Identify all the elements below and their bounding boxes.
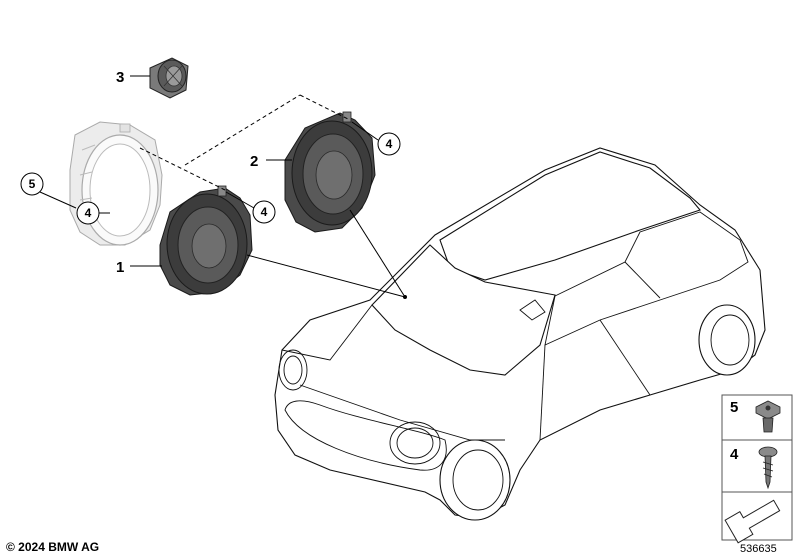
legend-number-4: 4 [730, 446, 739, 463]
arrow-icon [724, 499, 781, 544]
callout-part-2: 2 [250, 153, 258, 170]
car-outline-icon [274, 147, 766, 521]
speaker-icon [284, 111, 376, 233]
callout-part-4-middle: 4 [261, 205, 268, 219]
tweeter-icon [149, 57, 189, 99]
callout-part-1: 1 [116, 259, 124, 276]
speaker-ring-icon [69, 121, 163, 246]
fastener-legend: 5 4 [721, 394, 793, 544]
callout-part-4-upper: 4 [386, 137, 393, 151]
callout-part-3: 3 [116, 69, 124, 86]
speaker-icon [159, 185, 253, 296]
legend-number-5: 5 [730, 399, 738, 416]
diagram-number: 536635 [740, 543, 777, 555]
callout-part-5: 5 [29, 177, 36, 191]
callout-part-4-lower: 4 [85, 206, 92, 220]
copyright-text: © 2024 BMW AG [6, 540, 100, 554]
clip-nut-icon [755, 400, 781, 433]
screw-icon [758, 446, 778, 490]
